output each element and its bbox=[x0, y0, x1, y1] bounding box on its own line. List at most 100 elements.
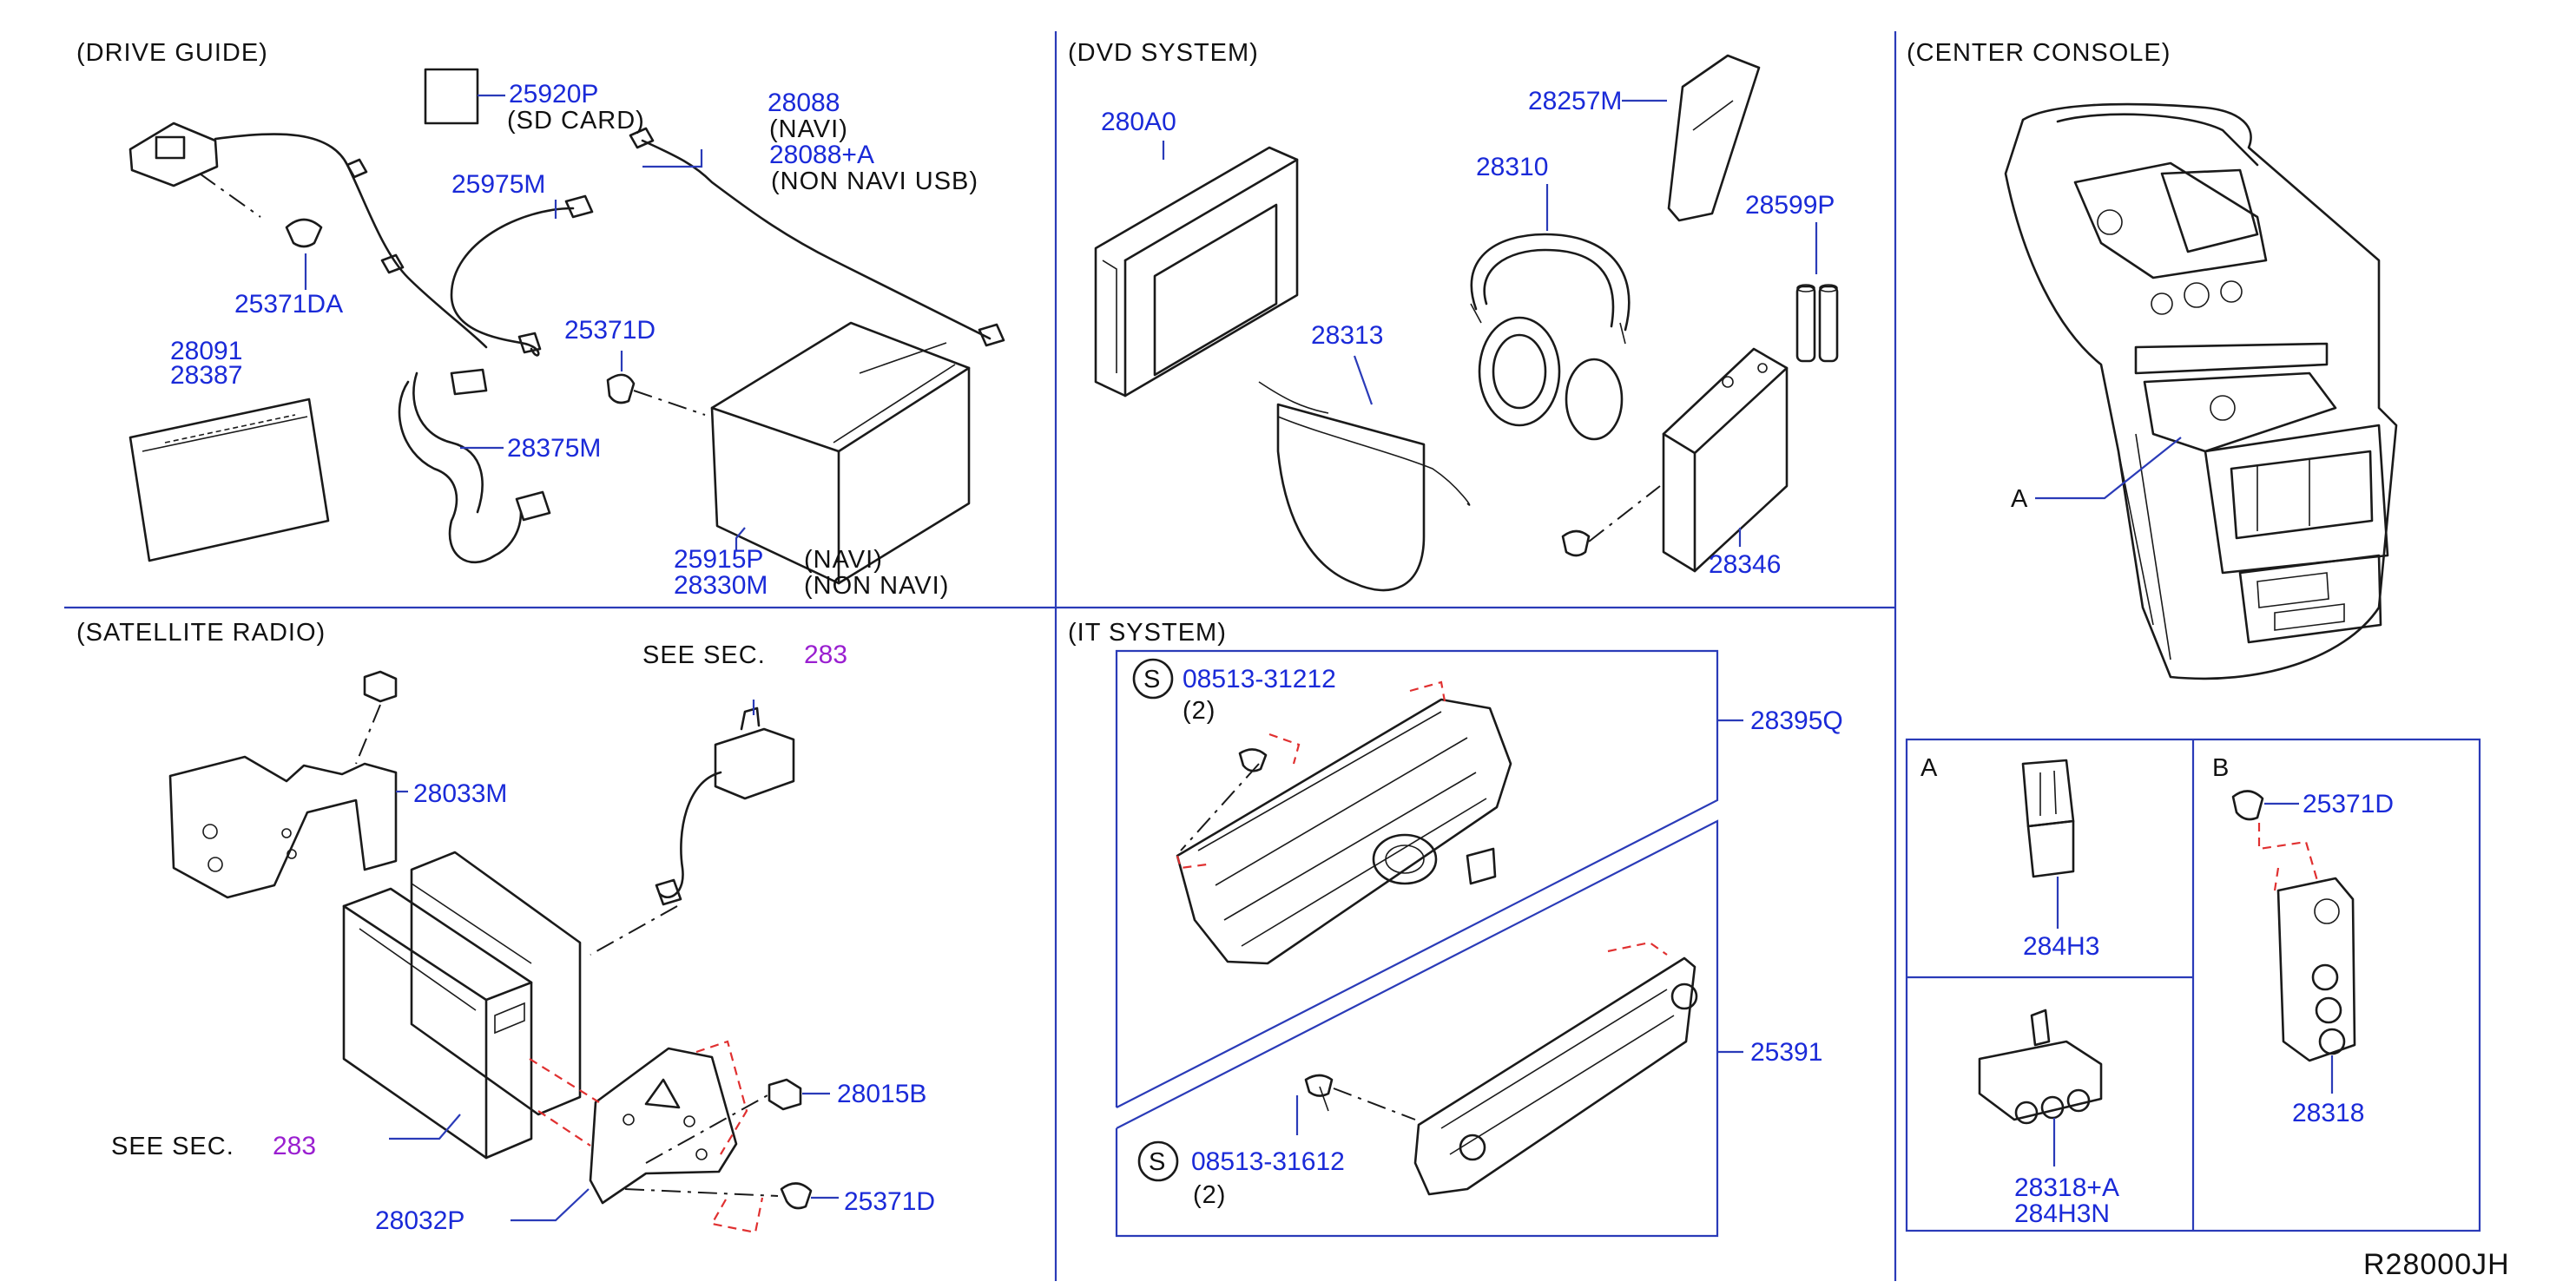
it-system-labels: S 08513-31212 (2) 28395Q 25391 S 08513-3… bbox=[1132, 658, 1843, 1209]
antenna-module-illustration bbox=[128, 122, 219, 187]
screw-illustration bbox=[1238, 748, 1268, 772]
part-label-284H3: 284H3 bbox=[2023, 932, 2099, 961]
part-label-28395Q: 28395Q bbox=[1750, 706, 1843, 735]
part-label-284H3N: 284H3N bbox=[2014, 1199, 2110, 1228]
quantity-1: (2) bbox=[1183, 697, 1216, 725]
drive-guide-leaders bbox=[304, 94, 746, 550]
callout-a-leader bbox=[2035, 437, 2182, 500]
part-label-28091: 28091 bbox=[170, 337, 242, 365]
detail-a-label: A bbox=[1920, 754, 1938, 782]
remote-control-illustration bbox=[1667, 54, 1761, 222]
ir-module-illustration bbox=[1662, 347, 1789, 573]
part-label-25371D-b: 25371D bbox=[2303, 790, 2394, 818]
dvd-system-labels: 280A0 28257M 28310 28599P 28313 28346 bbox=[1101, 87, 1835, 579]
dvd-monitor-illustration bbox=[1094, 146, 1299, 398]
note-non-navi: (NON NAVI) bbox=[804, 572, 949, 600]
part-label-25915P: 25915P bbox=[674, 545, 763, 574]
sd-card-illustration bbox=[424, 68, 479, 125]
part-label-28313: 28313 bbox=[1311, 321, 1383, 350]
aux-jack-box-illustration bbox=[2276, 877, 2356, 1062]
bolt-illustration bbox=[363, 670, 398, 703]
part-label-28318: 28318 bbox=[2292, 1099, 2364, 1127]
storage-pouch-illustration bbox=[1276, 403, 1426, 592]
part-label-25371D-drive: 25371D bbox=[564, 316, 656, 345]
section-title-dvd-system: (DVD SYSTEM) bbox=[1068, 39, 1259, 67]
section-title-center-console: (CENTER CONSOLE) bbox=[1907, 39, 2171, 67]
detail-labels: 284H3 28318+A 284H3N 25371D 28318 bbox=[2014, 790, 2394, 1228]
control-panel-illustration bbox=[1176, 698, 1512, 965]
part-label-25391: 25391 bbox=[1750, 1038, 1822, 1067]
satellite-radio-labels: SEE SEC. 283 28033M 28015B SEE SEC. 283 … bbox=[111, 641, 935, 1235]
see-section-ref-1: 283 bbox=[804, 641, 847, 669]
satellite-antenna-illustration bbox=[714, 727, 795, 800]
part-label-08513-31212: 08513-31212 bbox=[1183, 665, 1336, 693]
section-title-drive-guide: (DRIVE GUIDE) bbox=[76, 39, 268, 67]
detail-drawings bbox=[1978, 759, 2356, 1125]
part-label-28257M: 28257M bbox=[1528, 87, 1622, 115]
batteries-illustration bbox=[1795, 285, 1816, 363]
section-title-it-system: (IT SYSTEM) bbox=[1068, 619, 1227, 647]
see-section-label-2: SEE SEC. bbox=[111, 1133, 234, 1160]
clip-illustration bbox=[780, 1182, 813, 1210]
usb-port-illustration bbox=[2026, 819, 2075, 878]
part-label-28599P: 28599P bbox=[1745, 191, 1835, 220]
part-label-280A0: 280A0 bbox=[1101, 108, 1176, 136]
av-jack-illustration bbox=[1978, 1040, 2103, 1121]
part-label-08513-31612: 08513-31612 bbox=[1191, 1147, 1345, 1176]
section-title-satellite-radio: (SATELLITE RADIO) bbox=[76, 619, 326, 647]
nut-illustration bbox=[768, 1078, 802, 1111]
center-console-illustration bbox=[2004, 102, 2398, 680]
navi-unit-box-illustration bbox=[710, 321, 971, 585]
satellite-tuner-rear-illustration bbox=[410, 851, 582, 1116]
callout-a-label: A bbox=[2011, 485, 2028, 513]
satellite-radio-leaders bbox=[389, 700, 839, 1222]
headphones-illustration bbox=[1470, 233, 1631, 332]
see-section-ref-2: 283 bbox=[273, 1132, 316, 1160]
part-label-28375M: 28375M bbox=[507, 434, 601, 463]
part-label-28318A: 28318+A bbox=[2014, 1173, 2119, 1202]
dvd-system-drawings bbox=[1094, 54, 1839, 592]
screw-symbol-circle-1 bbox=[1132, 658, 1174, 700]
satellite-radio-drawings bbox=[168, 670, 813, 1234]
part-label-28033M: 28033M bbox=[413, 779, 507, 808]
part-label-25920P: 25920P bbox=[509, 80, 598, 108]
detail-view-frames bbox=[1905, 738, 2481, 1232]
part-label-25975M: 25975M bbox=[451, 170, 545, 199]
note-navi-a: (NAVI) bbox=[769, 115, 848, 143]
part-label-28346: 28346 bbox=[1709, 550, 1781, 579]
part-label-28088A: 28088+A bbox=[769, 141, 874, 169]
quantity-2: (2) bbox=[1193, 1181, 1226, 1209]
part-label-28310: 28310 bbox=[1476, 153, 1548, 181]
bracket-28032P-illustration bbox=[589, 1047, 738, 1205]
part-label-28015B: 28015B bbox=[837, 1080, 926, 1108]
section-dividers bbox=[64, 31, 1897, 1281]
grommet-illustration bbox=[285, 218, 323, 248]
detail-leaders bbox=[2052, 802, 2334, 1166]
bracket-28033M-illustration bbox=[168, 755, 398, 899]
part-label-28330M: 28330M bbox=[674, 571, 768, 600]
note-navi-b: (NAVI) bbox=[804, 546, 883, 574]
part-label-28032P: 28032P bbox=[375, 1206, 464, 1235]
part-label-28387: 28387 bbox=[170, 361, 242, 390]
bezel-illustration bbox=[1413, 956, 1696, 1196]
satellite-tuner-front-illustration bbox=[342, 887, 533, 1160]
center-console-drawings bbox=[2004, 102, 2398, 680]
screw-symbol-2: S bbox=[1149, 1148, 1166, 1176]
navigation-display-unit-illustration bbox=[128, 398, 330, 562]
screw-symbol-circle-2 bbox=[1137, 1140, 1179, 1182]
see-section-label-1: SEE SEC. bbox=[642, 641, 766, 669]
it-system-drawings bbox=[1176, 680, 1698, 1196]
part-label-25371DA: 25371DA bbox=[234, 290, 343, 319]
screw-2-illustration bbox=[1304, 1074, 1334, 1097]
diagram-id: R28000JH bbox=[2363, 1248, 2510, 1281]
dvd-system-leaders bbox=[1162, 99, 1818, 547]
note-sd-card: (SD CARD) bbox=[507, 107, 645, 135]
note-non-navi-usb: (NON NAVI USB) bbox=[771, 168, 978, 195]
drive-guide-drawings bbox=[128, 68, 1005, 585]
it-system-frames bbox=[1115, 649, 1743, 1238]
drive-guide-labels: 25920P (SD CARD) 25975M 28088 (NAVI) 280… bbox=[170, 80, 978, 600]
part-label-28088: 28088 bbox=[768, 89, 840, 117]
detail-b-label: B bbox=[2212, 754, 2230, 782]
part-label-25371D-sat: 25371D bbox=[844, 1187, 935, 1216]
